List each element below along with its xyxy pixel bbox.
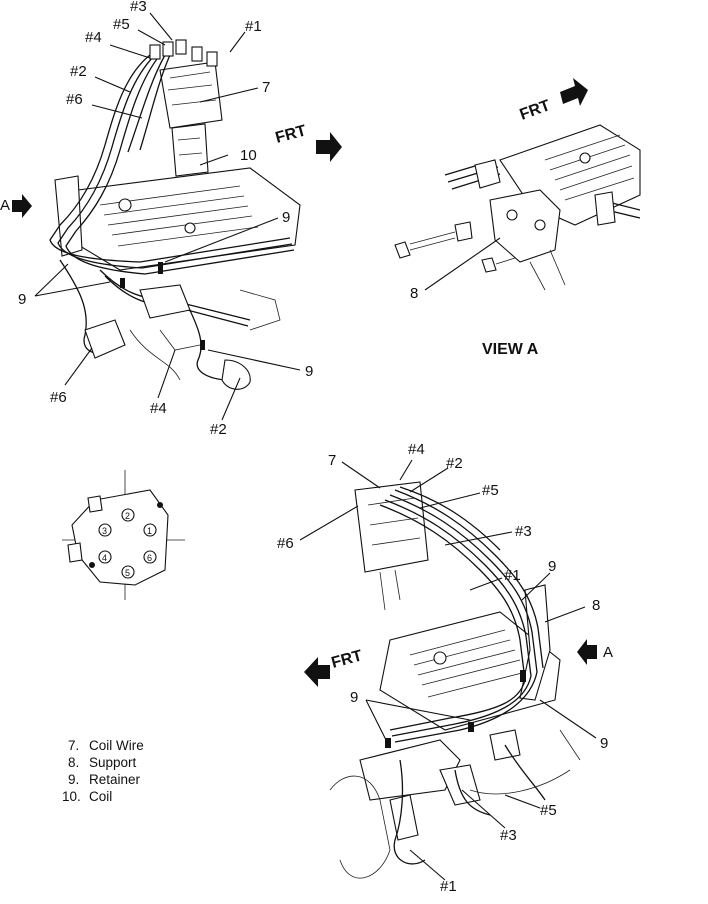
frt-label-view-a: FRT bbox=[518, 97, 553, 124]
cap-terminal-4: 4 bbox=[102, 553, 107, 563]
callout-9-lower: 9 bbox=[305, 363, 313, 380]
legend-num-10: 10. bbox=[62, 789, 81, 804]
a-arrow-icon bbox=[12, 194, 32, 218]
cap-terminal-1: 1 bbox=[147, 526, 152, 536]
label-4-bottom: #4 bbox=[408, 441, 425, 458]
callout-8-bottom: 8 bbox=[592, 597, 600, 614]
cap-terminal-3: 3 bbox=[102, 526, 107, 536]
legend-num-8: 8. bbox=[68, 755, 79, 770]
label-1: #1 bbox=[245, 18, 262, 35]
view-a-marker-bottom: A bbox=[603, 644, 613, 661]
frt-arrow-icon-bottom bbox=[304, 657, 330, 687]
callout-10: 10 bbox=[240, 147, 257, 164]
view-a-leader-8 bbox=[424, 237, 501, 291]
legend: 7. Coil Wire 8. Support 9. Retainer 10. … bbox=[62, 738, 144, 804]
label-2: #2 bbox=[70, 63, 87, 80]
top-left-leaders bbox=[34, 12, 301, 421]
cap-terminal-2: 2 bbox=[125, 511, 130, 521]
frt-label-bottom: FRT bbox=[330, 647, 365, 672]
distributor-cap-diagram: 2 3 1 4 6 5 bbox=[62, 470, 185, 600]
callout-7-bottom: 7 bbox=[328, 452, 336, 469]
legend-text-7: Coil Wire bbox=[89, 738, 144, 753]
legend-text-9: Retainer bbox=[89, 772, 141, 787]
callout-9-bottom-left: 9 bbox=[350, 689, 358, 706]
label-5-bottom: #5 bbox=[482, 482, 499, 499]
label-4-lower: #4 bbox=[150, 400, 167, 417]
label-3: #3 bbox=[130, 0, 147, 15]
callout-9-left: 9 bbox=[18, 291, 26, 308]
legend-num-7: 7. bbox=[68, 738, 79, 753]
label-5-lower: #5 bbox=[540, 802, 557, 819]
bottom-right-leaders bbox=[299, 459, 597, 881]
frt-arrow-icon bbox=[316, 132, 342, 162]
label-2-lower: #2 bbox=[210, 421, 227, 438]
view-a-marker: A bbox=[0, 197, 10, 214]
callout-9-bottom-top: 9 bbox=[548, 558, 556, 575]
label-6-lower: #6 bbox=[50, 389, 67, 406]
cap-terminal-6: 6 bbox=[147, 553, 152, 563]
label-2-bottom: #2 bbox=[446, 455, 463, 472]
a-arrow-icon-bottom bbox=[577, 639, 597, 665]
label-3-lower: #3 bbox=[500, 827, 517, 844]
legend-text-8: Support bbox=[89, 755, 137, 770]
view-a-detail bbox=[394, 124, 641, 291]
callout-8-view-a: 8 bbox=[410, 285, 418, 302]
callout-7: 7 bbox=[262, 79, 270, 96]
callout-9-bottom-right: 9 bbox=[600, 735, 608, 752]
frt-arrow-icon-view-a bbox=[560, 78, 588, 106]
label-1-lower: #1 bbox=[440, 878, 457, 895]
legend-num-9: 9. bbox=[68, 772, 79, 787]
top-left-engine-view bbox=[49, 39, 301, 390]
label-3-bottom: #3 bbox=[515, 523, 532, 540]
view-a-title: VIEW A bbox=[482, 341, 539, 358]
label-6-bottom: #6 bbox=[277, 535, 294, 552]
label-1-bottom: #1 bbox=[504, 567, 521, 584]
cap-terminal-5: 5 bbox=[125, 568, 130, 578]
frt-label-top-left: FRT bbox=[274, 122, 309, 147]
label-4: #4 bbox=[85, 29, 102, 46]
bottom-right-engine-view bbox=[329, 481, 581, 879]
callout-9-upper: 9 bbox=[282, 209, 290, 226]
legend-text-10: Coil bbox=[89, 789, 112, 804]
label-6: #6 bbox=[66, 91, 83, 108]
label-5: #5 bbox=[113, 16, 130, 33]
